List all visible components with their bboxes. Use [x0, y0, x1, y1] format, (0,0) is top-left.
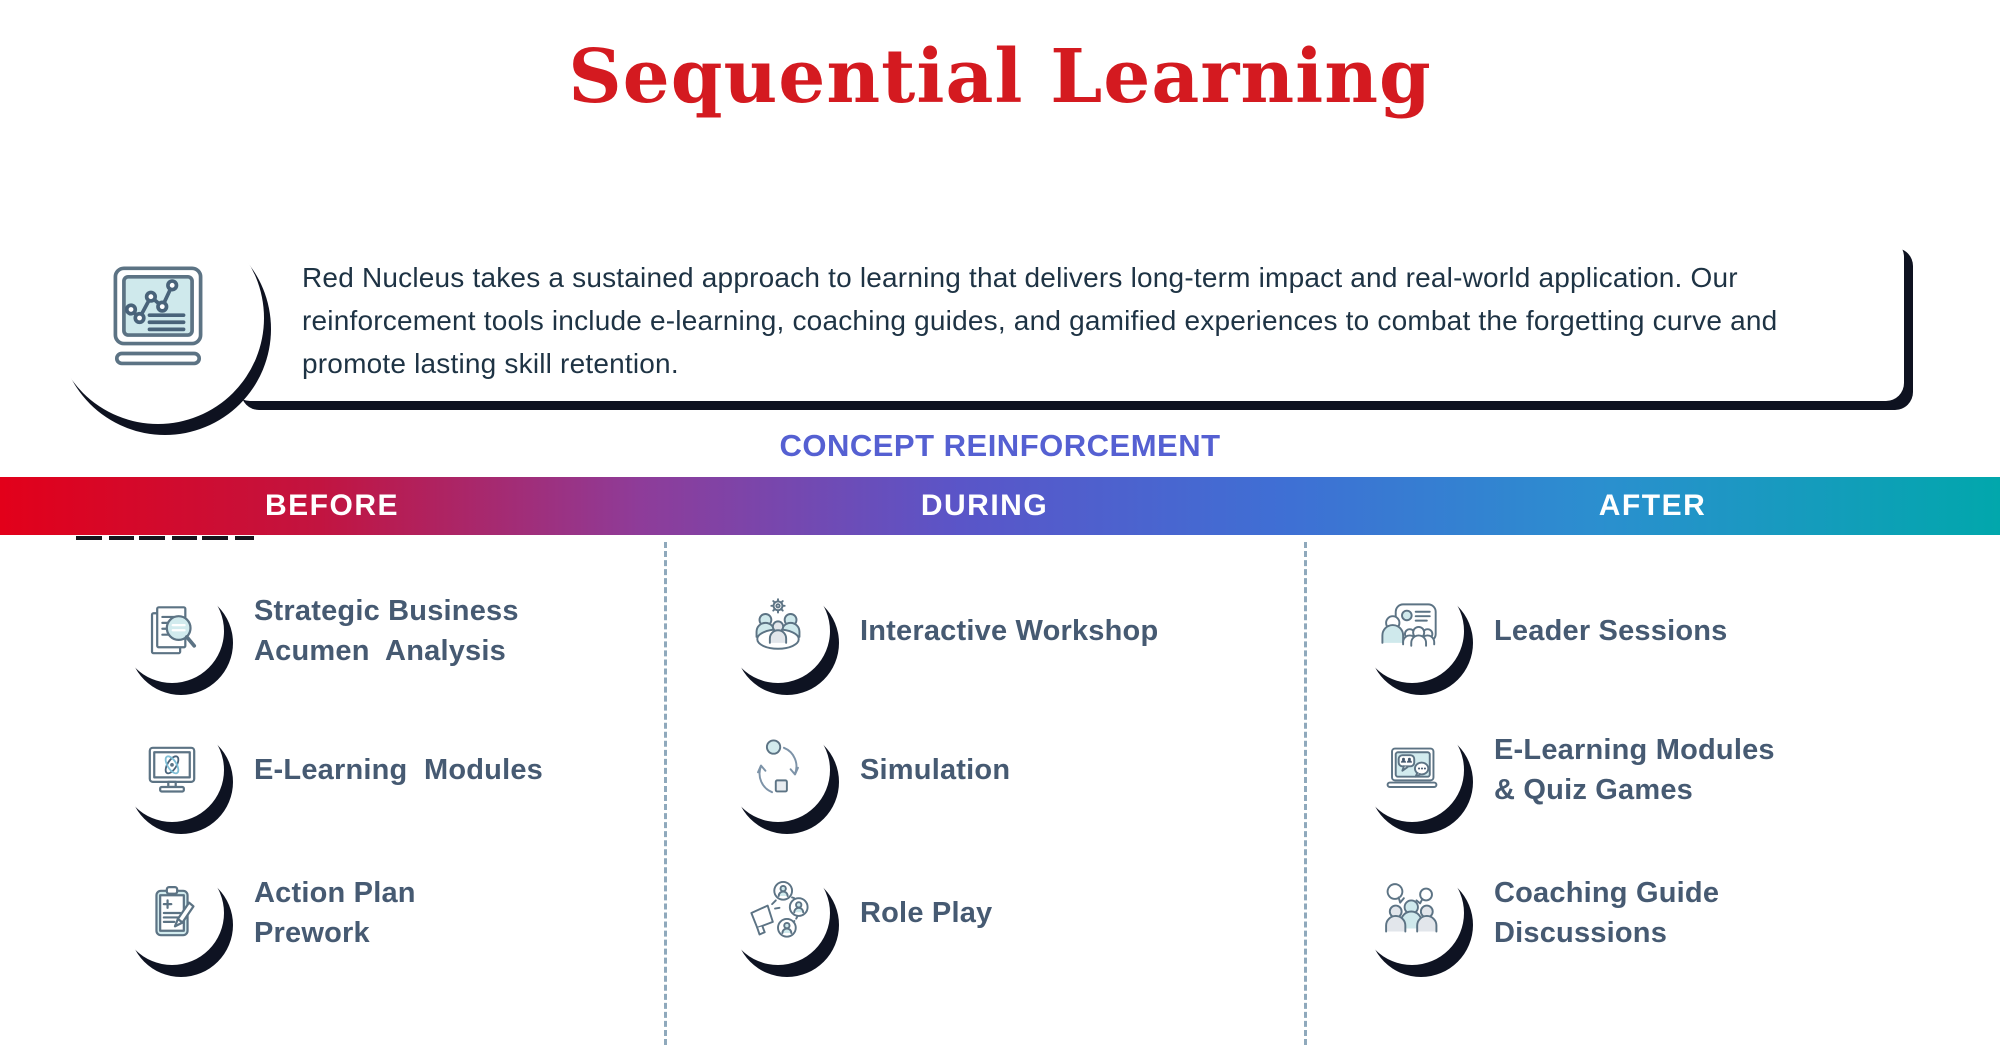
item-badge [1360, 718, 1464, 822]
item-label: E-Learning Modules & Quiz Games [1494, 734, 1775, 806]
cycle-arrows-icon [757, 739, 799, 794]
item-label: Role Play [860, 897, 993, 929]
item-label: Leader Sessions [1494, 615, 1728, 647]
laptop-chart-icon [113, 266, 203, 366]
group-gear-icon [755, 598, 801, 650]
item-role-play: Role Play [726, 861, 992, 965]
item-leader-sessions: Leader Sessions [1360, 579, 1728, 683]
megaphone-people-icon [750, 880, 809, 938]
page-title: Sequential Learning [568, 34, 1432, 120]
intro-icon-badge [52, 212, 264, 424]
item-coaching-guide-discussions: Coaching Guide Discussions [1360, 861, 1719, 965]
column-divider-2 [1304, 542, 1307, 1045]
laptop-chat-icon [1386, 747, 1438, 788]
item-elearning-modules: E-Learning Modules [120, 718, 543, 822]
presenter-screen-icon [1381, 603, 1437, 647]
item-label: E-Learning Modules [254, 754, 543, 786]
column-divider-1 [664, 542, 667, 1045]
item-simulation: Simulation [726, 718, 1010, 822]
intro-text: Red Nucleus takes a sustained approach t… [302, 261, 1778, 379]
item-badge [120, 718, 224, 822]
item-badge [1360, 579, 1464, 683]
item-badge [726, 579, 830, 683]
item-label: Coaching Guide Discussions [1494, 877, 1720, 949]
item-label: Interactive Workshop [860, 615, 1159, 647]
item-elearning-quiz-games: E-Learning Modules & Quiz Games [1360, 718, 1775, 822]
item-badge [726, 861, 830, 965]
phase-label-before: BEFORE [264, 489, 399, 522]
phase-label-during: DURING [920, 489, 1049, 522]
item-badge [120, 579, 224, 683]
item-label: Strategic Business Acumen Analysis [254, 595, 519, 667]
ink-smudge-decoration [76, 536, 254, 540]
document-magnifier-icon [150, 606, 197, 655]
item-label: Action Plan Prework [254, 877, 416, 949]
item-badge [120, 861, 224, 965]
people-speech-icon [1385, 883, 1438, 933]
intro-card: Red Nucleus takes a sustained approach t… [232, 239, 1904, 401]
item-interactive-workshop: Interactive Workshop [726, 579, 1158, 683]
item-badge [726, 718, 830, 822]
section-heading: CONCEPT REINFORCEMENT [779, 428, 1221, 463]
item-strategic-business-acumen: Strategic Business Acumen Analysis [120, 579, 519, 683]
monitor-atom-icon [148, 746, 196, 793]
clipboard-pencil-icon [155, 885, 195, 937]
item-label: Simulation [860, 754, 1011, 786]
item-action-plan-prework: Action Plan Prework [120, 861, 416, 965]
phase-label-after: AFTER [1598, 489, 1707, 522]
item-badge [1360, 861, 1464, 965]
phase-bar: BEFORE DURING AFTER [0, 477, 2000, 535]
